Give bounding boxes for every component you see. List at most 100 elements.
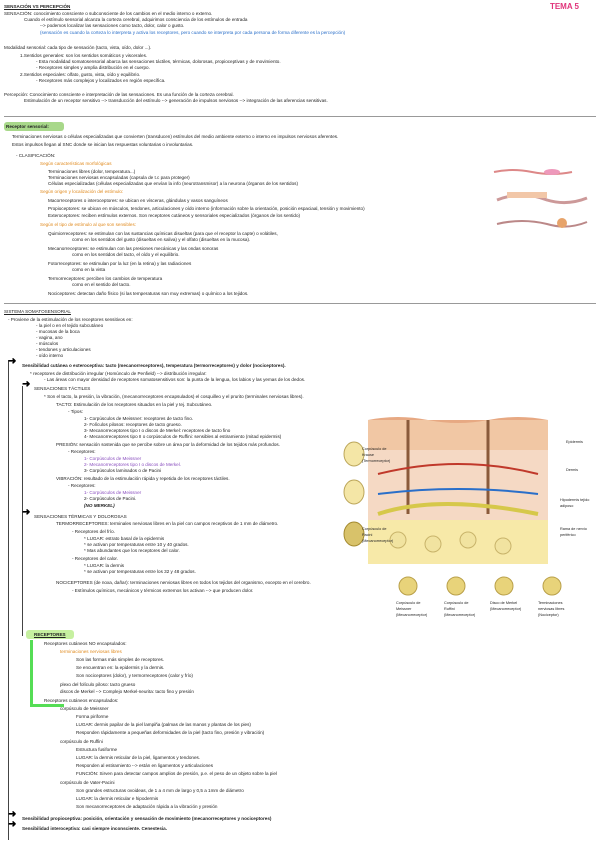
rs-item: Exteroceptores: reciben estímulos extern…: [48, 213, 301, 218]
soma-line: * Son el tacto, la presión, la vibración…: [44, 394, 304, 399]
rec-line: Responden rápidamente a pequeñas deformi…: [76, 730, 265, 735]
rec-line: Receptores cutáneos encapsulados:: [44, 698, 119, 703]
soma-line: - Proviene de la estimulación de los rec…: [8, 317, 133, 322]
soma-line: - vagina, ano: [36, 335, 63, 340]
soma-line: Sensibilidad cutánea o exteroceptiva: ta…: [22, 363, 286, 368]
rs-item: Nociceptores: detectan daño físico (si l…: [48, 291, 249, 296]
soma-line: - Las áreas con mayor densidad de recept…: [44, 377, 306, 382]
somatosensorial-line: - Esta modalidad somatosensorial abarca …: [36, 59, 281, 64]
percepcion-def: Percepción: Conocimiento consciente e in…: [4, 92, 234, 97]
soma-line: 2- Folículos pilosos: receptores de tact…: [84, 422, 182, 427]
soma-line: - Receptores del frío.: [72, 529, 115, 534]
soma-line: * receptores de distribución irregular (…: [30, 371, 207, 376]
fig-label: Disco de Merkel (Mecanorreceptor): [490, 601, 522, 611]
rec-line: Son mecanorreceptores de adaptación rápi…: [76, 804, 218, 809]
tree-line: [22, 386, 23, 636]
rs-item: Según características morfológicas: [40, 161, 112, 166]
fig-label: Rama de nervio periférico: [560, 527, 587, 537]
soma-line: PRESIÓN: sensación sostenida que se perc…: [56, 442, 280, 447]
fig-label: Epidermis: [566, 440, 583, 444]
rec-line: Estructura fusiforme: [76, 747, 118, 752]
rs-item: - CLASIFICACIÓN:: [16, 153, 56, 158]
soma-line: - Receptores:: [68, 449, 96, 454]
rec-line: LUGAR: dermis papilar de la piel lampiña…: [76, 722, 251, 727]
tema-label: TEMA 5: [549, 2, 579, 11]
soma-line: - la piel o en el tejido subcutáneo: [36, 323, 104, 328]
receptor-sensorial-highlight: [4, 122, 64, 131]
soma-line: VIBRACIÓN: resultado de la estimulación …: [56, 476, 230, 481]
receptores-highlight: [26, 630, 74, 639]
soma-line: - tendones y articulaciones: [36, 347, 91, 352]
soma-line: SENSACIONES TÁCTILES: [34, 386, 91, 391]
rs-item: Células especializadas (células especial…: [48, 181, 298, 186]
fig-label: Hipodermis tejido adiposo: [560, 498, 590, 508]
sensacion-line3: --> podemos localizar las sensaciones co…: [40, 23, 185, 28]
sentidos-generales: 1.Sentidos generales: son los sentidos s…: [20, 53, 148, 58]
rec-line: Receptores cutáneos NO encapsulados:: [44, 641, 127, 646]
soma-line: 2- Corpúsculos de Pacini.: [84, 496, 137, 501]
rec-line: discos de Merkel --> Complejo Merkel-neu…: [60, 689, 194, 694]
rec-line: terminaciones nerviosas libres: [60, 649, 122, 654]
receptor-sensorial-title: Receptor sensorial:: [6, 124, 49, 129]
soma-line: - Receptores:: [68, 483, 96, 488]
rec-line: LUGAR: la dermis reticular de la piel, l…: [76, 755, 201, 760]
rs-item: Terminaciones nerviosas o células especi…: [12, 134, 339, 139]
rs-item: Fotorreceptores: se estimulan por la luz…: [48, 261, 192, 266]
rec-line: Sensibilidad interoceptiva: casi siempre…: [22, 826, 168, 831]
soma-line: 1- Corpúsculos de Meissner: [84, 456, 142, 461]
soma-line: (NO MERKEL): [84, 503, 115, 508]
rs-item: como en los sentidos del gusto (disuelta…: [72, 237, 251, 242]
green-bracket: [30, 640, 33, 704]
soma-line: - Receptores del calor.: [72, 556, 118, 561]
divider: [4, 303, 596, 304]
rec-line: corpúsculo de Vater-Pacini: [60, 780, 115, 785]
green-bracket: [30, 704, 64, 707]
arrow-icon: ➜: [8, 819, 17, 830]
rs-item: como en la vista: [72, 267, 106, 272]
sensacion-def: SENSACIÓN: conocimiento consciente o sub…: [4, 11, 213, 16]
soma-line: * LUGAR: la dermis: [84, 563, 125, 568]
rs-item: Según el tipo de estímulo al que son sen…: [40, 222, 137, 227]
tree-line: [8, 360, 9, 840]
soma-line: * se activan por temperaturas entre 10 y…: [84, 542, 189, 547]
sensacion-line2: Cuando el estímulo sensorial alcanza la …: [24, 17, 248, 22]
fig-label: Corpúsculo de Meissner (Mecanorreceptor): [396, 601, 428, 617]
rec-line: Sensibilidad propioceptiva: posición, or…: [22, 816, 272, 821]
rs-item: como en los sentidos del tacto, el oído …: [72, 252, 180, 257]
arrow-icon: ➜: [8, 356, 17, 367]
rec-line: Son nociceptores (dolor), y termorrecept…: [76, 673, 193, 678]
soma-line: NOCICEPTORES (de noxa, dañar): terminaci…: [56, 580, 311, 585]
soma-line: * LUGAR: estrato basal de la epidermis: [84, 536, 165, 541]
page-title: SENSACIÓN VS PERCEPCIÓN: [4, 4, 71, 9]
sentidos-especiales: 2.Sentidos especiales: olfato, gusto, vi…: [20, 72, 141, 77]
rec-line: corpúsculo de Ruffini: [60, 739, 103, 744]
receptores-complejos: - Receptores más complejos y localizados…: [36, 78, 166, 83]
rs-item: Según origen y localización del estímulo…: [40, 189, 124, 194]
rs-item: Macorreceptores o interoceptores: se ubi…: [48, 198, 228, 203]
fig-label: Dermis: [566, 468, 579, 472]
soma-line: 1- Corpúsculos de Meissner: receptores d…: [84, 416, 194, 421]
skin-receptors-figure: [343, 417, 562, 596]
rec-line: LUGAR: la dermis reticular e hipodermis: [76, 796, 159, 801]
rec-line: Se encuentran en: la epidermis y la derm…: [76, 665, 165, 670]
rec-line: Responden al estiramiento --> están en l…: [76, 763, 213, 768]
sensacion-note: (sensación es cuando la corteza lo inter…: [40, 30, 346, 35]
soma-line: 3- Corpúsculos laminados o de Pacini: [84, 468, 162, 473]
soma-line: * Mas abundantes que los receptores del …: [84, 548, 180, 553]
fig-label: Corpúsculo de Pacini (Mecanorreceptor): [362, 527, 394, 543]
arrow-icon: ➜: [8, 809, 17, 820]
rs-item: Estos impulsos llegan al SNC donde se in…: [12, 142, 194, 147]
soma-line: 4- Mecanorreceptores tipo II o corpúscul…: [84, 434, 282, 439]
rec-line: Son grandes estructuras ovoideas, de 1 a…: [76, 788, 244, 793]
soma-line: - mucosas de la boca: [36, 329, 80, 334]
fig-label: Corpúsculo de Krause (Termorreceptor): [362, 447, 391, 463]
rs-item: Terminaciones libres (dolor, temperatura…: [48, 169, 136, 174]
receptores-title: RECEPTORES: [34, 632, 66, 637]
soma-line: - músculos: [36, 341, 59, 346]
rec-line: Forma piriforme: [76, 714, 109, 719]
soma-line: - Tipos:: [68, 409, 84, 414]
rec-line: corpúsculo de Meissner: [60, 706, 109, 711]
soma-line: 3- Mecanorreceptores tipo I o discos de …: [84, 428, 231, 433]
soma-line: SENSACIONES TÉRMICAS Y DOLOROSAS: [34, 514, 127, 519]
